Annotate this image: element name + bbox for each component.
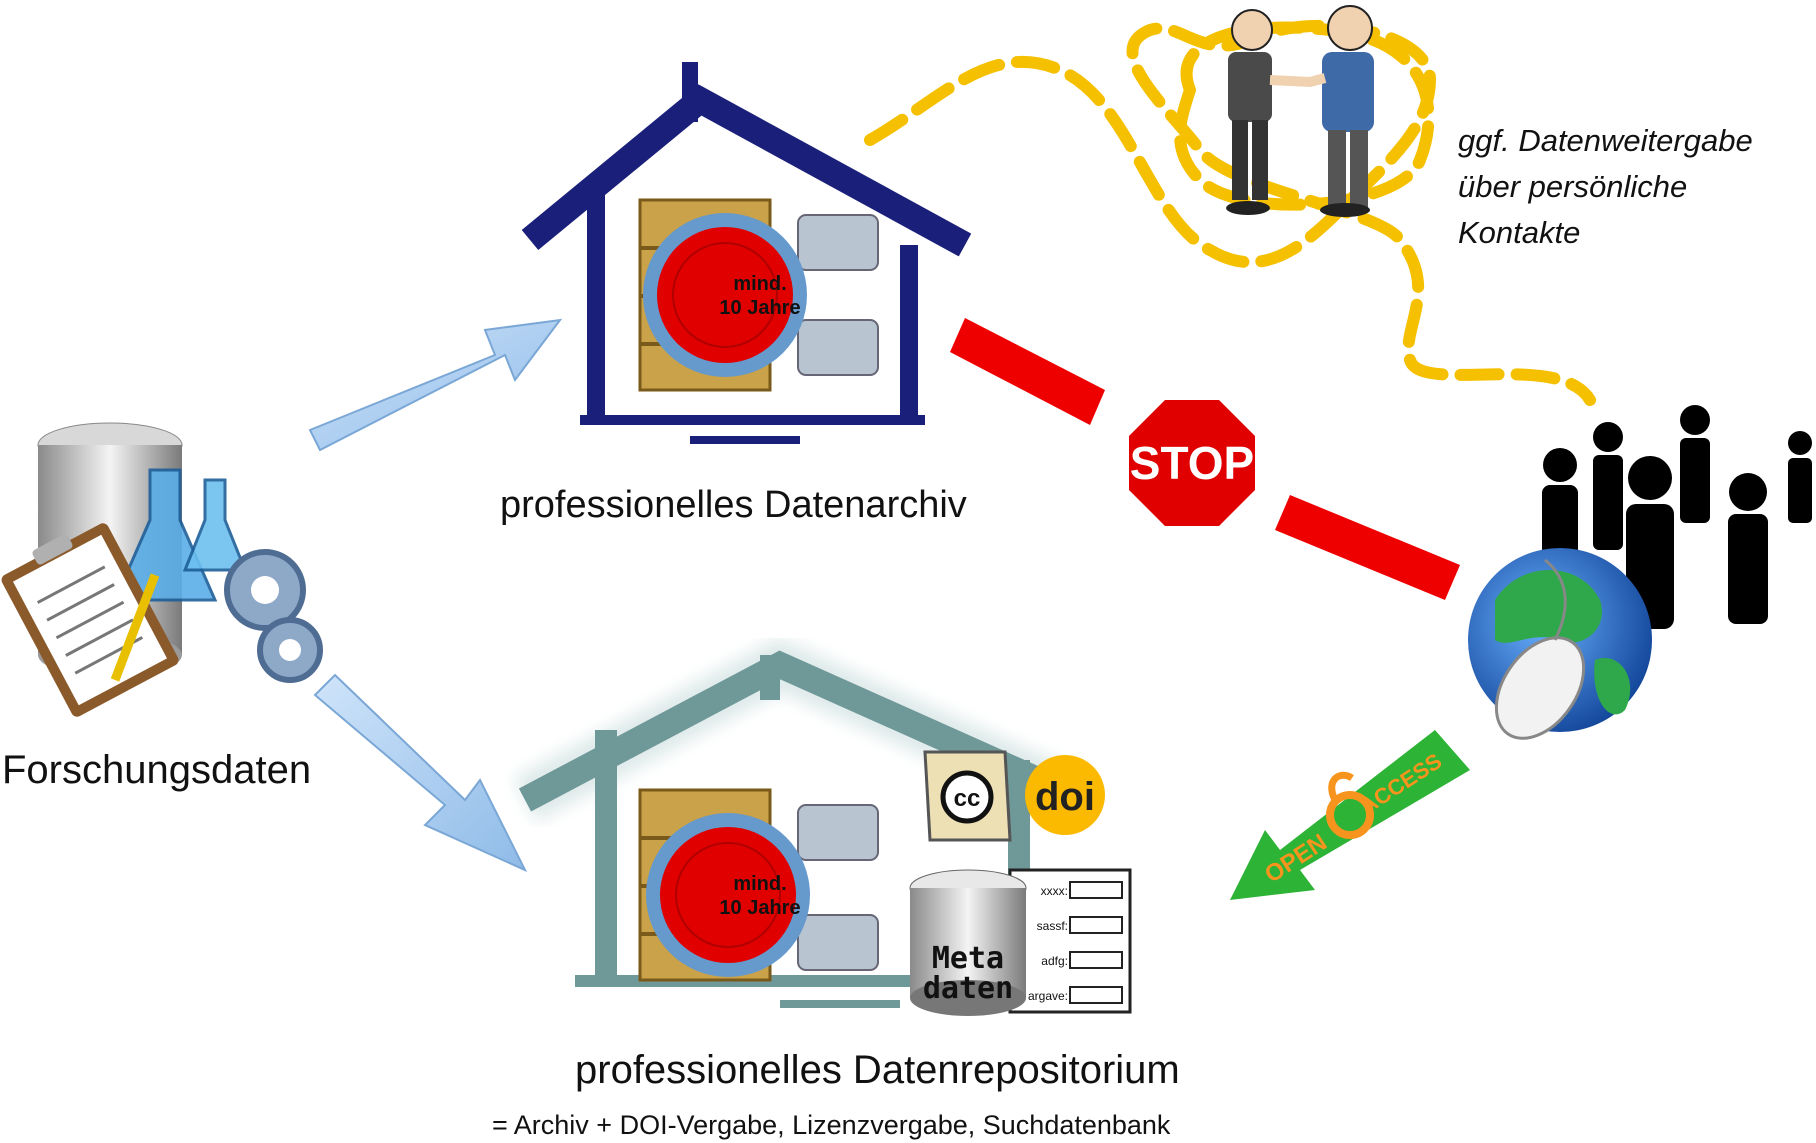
- stop-sign-icon: [1122, 393, 1262, 533]
- form-field-4: argave:: [1028, 989, 1068, 1003]
- blocked-bar-upper: [950, 318, 1105, 425]
- handshake-people-icon: [1226, 5, 1374, 217]
- arrow-to-repository: [313, 673, 528, 873]
- doi-icon: [1025, 755, 1105, 835]
- metadata-database-icon: [909, 869, 1027, 1016]
- personal-contacts-note: ggf. Datenweitergabe über persönliche Ko…: [1458, 118, 1753, 256]
- globe-mouse-icon: [1468, 548, 1652, 740]
- archive-seal-line2: 10 Jahre: [719, 297, 800, 319]
- contacts-line-2: über persönliche: [1458, 169, 1688, 204]
- metadata-label-line2: daten: [923, 971, 1013, 1006]
- doi-text: doi: [1035, 775, 1095, 819]
- archive-label: professionelles Datenarchiv: [500, 484, 967, 526]
- blocked-bar-lower: [1275, 495, 1460, 600]
- archive-seal-line1: mind.: [733, 273, 786, 295]
- contacts-line-3: Kontakte: [1458, 215, 1581, 250]
- source-label: Forschungsdaten: [2, 748, 312, 792]
- personal-contact-loop: [1174, 21, 1435, 211]
- form-field-1: xxxx:: [1041, 884, 1068, 898]
- form-field-2: sassf:: [1037, 919, 1068, 933]
- archive-house: [521, 62, 972, 444]
- cc-text: cc: [954, 785, 981, 812]
- contacts-line-1: ggf. Datenweitergabe: [1458, 123, 1753, 158]
- open-access-arrow: [1230, 730, 1470, 900]
- archive-quality-seal: [643, 213, 807, 377]
- stop-sign-text: STOP: [1130, 437, 1254, 489]
- metadata-label-line1: Meta: [932, 941, 1004, 976]
- research-data-database-icon: [1, 422, 323, 717]
- arrow-to-archive: [308, 318, 563, 452]
- metadata-form: [1008, 868, 1132, 1014]
- repo-seal-line1: mind.: [733, 873, 786, 895]
- repository-quality-seal: [646, 813, 810, 977]
- repo-seal-line2: 10 Jahre: [719, 897, 800, 919]
- repository-label: professionelles Datenrepositorium: [575, 1048, 1180, 1092]
- form-field-3: adfg:: [1041, 954, 1068, 968]
- repository-sublabel: = Archiv + DOI-Vergabe, Lizenzvergabe, S…: [492, 1110, 1171, 1140]
- creative-commons-license-icon: [923, 750, 1012, 842]
